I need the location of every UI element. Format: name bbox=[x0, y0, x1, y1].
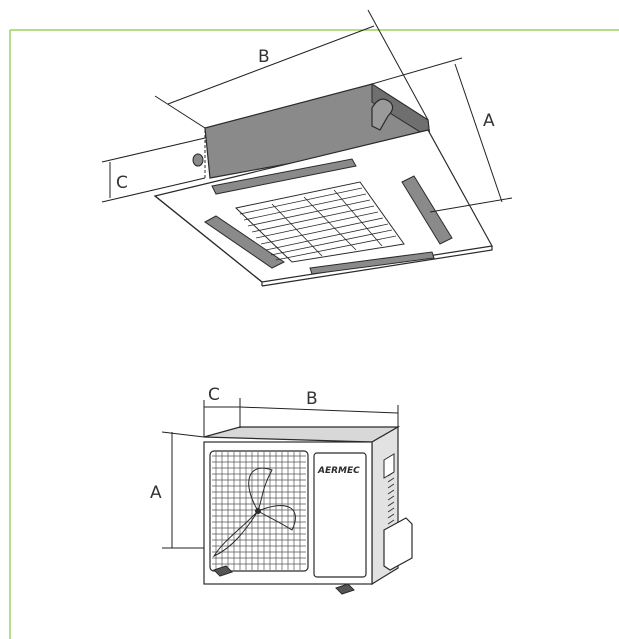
cassette-label-b: B bbox=[258, 47, 270, 67]
pipe-connector bbox=[371, 98, 394, 131]
valve-cover bbox=[383, 453, 395, 479]
outdoor-dimensions bbox=[161, 398, 399, 549]
outdoor-label-b: B bbox=[306, 389, 318, 409]
outdoor-label-a: A bbox=[150, 483, 162, 503]
panel-grille bbox=[234, 181, 405, 263]
fan-blade bbox=[256, 505, 296, 531]
frame bbox=[9, 29, 619, 639]
outdoor-top bbox=[203, 426, 401, 443]
cassette-label-a: A bbox=[483, 111, 495, 131]
foot-right bbox=[335, 583, 355, 595]
drain-stub bbox=[192, 153, 204, 167]
fan-blade bbox=[212, 510, 259, 558]
fan-blade bbox=[248, 467, 273, 513]
foot-left bbox=[213, 565, 233, 577]
cassette-dimensions bbox=[101, 9, 513, 213]
panel-slot-right bbox=[401, 175, 453, 245]
panel-slot-bottom bbox=[309, 251, 435, 275]
cassette-label-c: C bbox=[116, 173, 128, 193]
panel-slot-top bbox=[211, 158, 357, 195]
service-panel bbox=[313, 452, 367, 578]
fan-hub bbox=[255, 508, 261, 514]
pipe-cover bbox=[383, 517, 413, 571]
fan-grille bbox=[209, 450, 309, 572]
outdoor-unit: AERMEC bbox=[150, 385, 413, 595]
cassette-unit: B A C bbox=[101, 9, 513, 287]
panel-slot-left bbox=[204, 215, 285, 269]
outdoor-label-c: C bbox=[208, 385, 220, 405]
brand-logo: AERMEC bbox=[317, 466, 360, 476]
